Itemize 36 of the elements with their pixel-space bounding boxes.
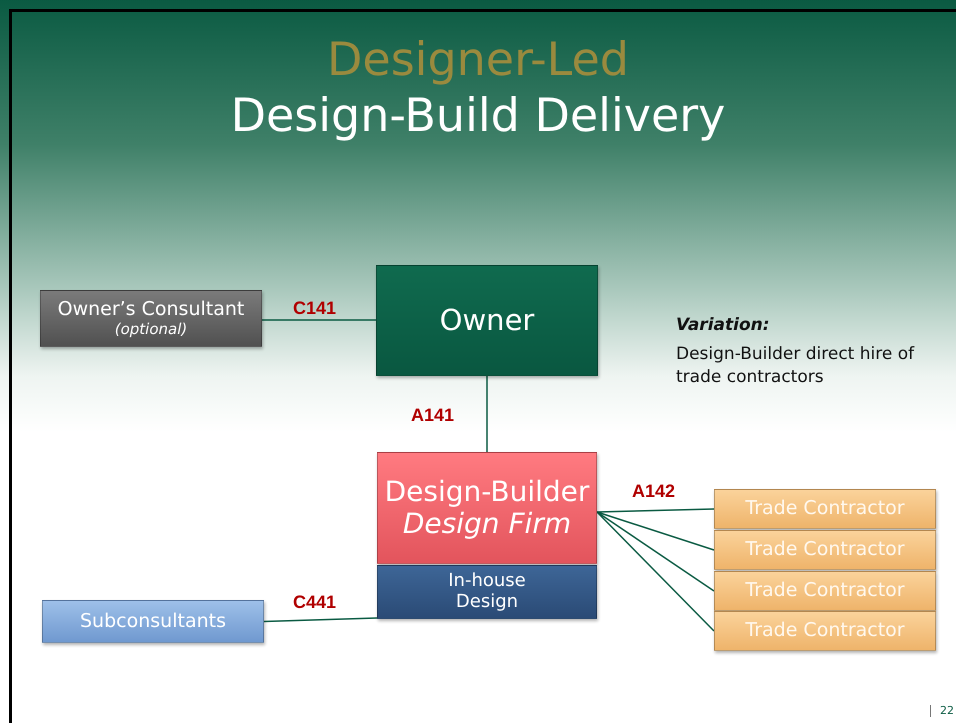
node-label: Trade Contractor (745, 539, 905, 561)
edge-label: A141 (411, 405, 454, 426)
subtitle: Design-Build Delivery (230, 88, 726, 144)
connector-line (262, 319, 376, 321)
trade-contractor-box (714, 489, 936, 529)
node-label: Design-Builder (384, 476, 590, 508)
node-label: Owner’s Consultant (58, 298, 244, 321)
node-label: (optional) (114, 320, 188, 338)
node-label: In-house Design (447, 571, 527, 613)
edge-label: C141 (293, 298, 336, 319)
node-label: Trade Contractor (745, 580, 905, 602)
trade-contractor-box (714, 611, 936, 651)
owner-box (376, 265, 598, 376)
node-label: Owner (440, 304, 534, 338)
edge-label: C441 (293, 592, 336, 613)
subconsultants-box (42, 600, 264, 643)
trade-contractor-box (714, 571, 936, 611)
connector-line (596, 508, 714, 513)
connector-line (596, 511, 714, 592)
title: Designer-Led (326, 32, 630, 88)
connector-line (596, 511, 714, 551)
design-builder-box (377, 452, 597, 564)
edge-label: A142 (632, 481, 676, 502)
connector-line (264, 617, 378, 622)
in-house-design-box (377, 565, 597, 619)
consultant-box (40, 290, 262, 347)
node-label: Trade Contractor (745, 620, 905, 642)
node-label: Subconsultants (80, 610, 226, 632)
note-text: Design-Builder direct hire of trade contractors (676, 343, 916, 389)
page-number: 22 (940, 704, 954, 717)
connector-line (486, 376, 488, 452)
trade-contractor-box (714, 530, 936, 570)
note-heading: Variation: (676, 314, 771, 337)
node-label: Trade Contractor (745, 498, 905, 520)
node-label: Design Firm (402, 508, 572, 540)
connector-line (596, 511, 715, 632)
